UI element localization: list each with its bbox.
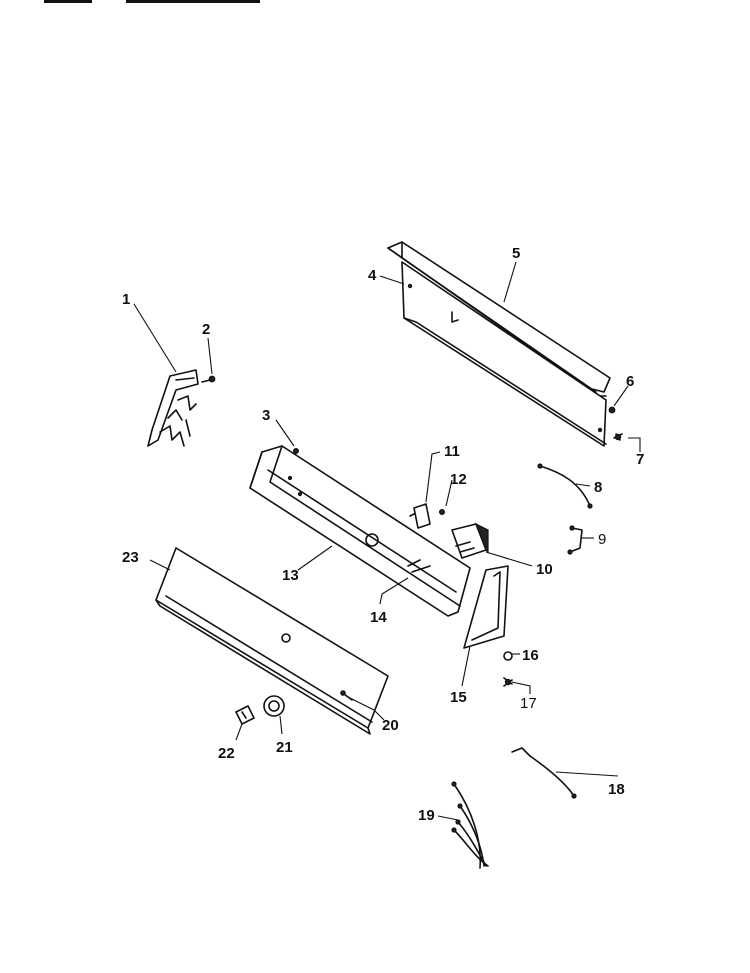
callout-7: 7 — [636, 451, 644, 468]
leader-4 — [379, 275, 405, 285]
part-22-knob-insert — [235, 705, 255, 725]
leader-19 — [437, 815, 459, 821]
callout-9: 9 — [598, 531, 606, 548]
callout-3: 3 — [262, 407, 270, 424]
part-10-timer — [451, 522, 489, 559]
header-mark-right — [126, 0, 260, 3]
leader-lines — [133, 261, 641, 821]
part-8-wire — [537, 463, 593, 509]
leader-5 — [503, 261, 517, 303]
callout-13: 13 — [282, 567, 299, 584]
leader-17 — [511, 681, 531, 694]
part-6-screw — [608, 406, 616, 414]
header-mark-left — [44, 0, 92, 3]
callout-19: 19 — [418, 807, 435, 824]
part-2-screw — [201, 375, 216, 383]
part-9-harness — [567, 525, 583, 555]
callout-5: 5 — [512, 245, 520, 262]
callout-20: 20 — [382, 717, 399, 734]
leader-14 — [379, 577, 409, 605]
part-3-screw — [293, 448, 300, 455]
part-21-knob — [263, 695, 285, 717]
leader-18 — [555, 771, 619, 777]
part-19-wire-bundle — [451, 781, 489, 869]
callout-1: 1 — [122, 291, 130, 308]
callout-21: 21 — [276, 739, 293, 756]
callout-6: 6 — [626, 373, 634, 390]
part-12-screw — [439, 509, 446, 516]
leader-13 — [297, 545, 333, 571]
part-23-front-trim — [155, 547, 389, 735]
callout-4: 4 — [368, 267, 377, 284]
callout-2: 2 — [202, 321, 210, 338]
callout-18: 18 — [608, 781, 625, 798]
part-17-screw — [503, 677, 513, 687]
callout-11: 11 — [444, 443, 460, 460]
leader-6 — [613, 385, 629, 407]
callout-10: 10 — [536, 561, 553, 578]
callout-16: 16 — [522, 647, 539, 664]
callout-15: 15 — [450, 689, 467, 706]
leader-1 — [133, 303, 177, 373]
callout-23: 23 — [122, 549, 139, 566]
leader-2 — [207, 337, 213, 375]
part-4-rear-panel — [401, 261, 607, 447]
leader-12 — [445, 479, 453, 507]
callout-17: 17 — [520, 695, 537, 712]
callout-22: 22 — [218, 745, 235, 762]
leader-15 — [461, 645, 471, 687]
leader-21 — [279, 715, 283, 735]
leader-23 — [149, 559, 171, 571]
callout-labels: 1 2 3 4 5 6 7 8 9 10 11 12 13 14 15 16 1… — [122, 245, 644, 824]
leader-10 — [485, 551, 533, 567]
part-16-nut — [503, 651, 513, 661]
callout-12: 12 — [450, 471, 467, 488]
leader-22 — [235, 723, 243, 741]
callout-8: 8 — [594, 479, 602, 496]
part-7-screw — [613, 433, 623, 441]
leader-3 — [275, 419, 295, 447]
leader-20 — [345, 695, 385, 721]
part-15-end-cap — [463, 565, 509, 649]
part-1-end-bracket — [147, 369, 199, 447]
part-13-control-panel — [249, 445, 471, 617]
callout-14: 14 — [370, 609, 387, 626]
leader-11 — [425, 451, 441, 503]
part-18-wire — [511, 747, 577, 799]
part-11-switch — [409, 503, 431, 529]
leader-8 — [575, 483, 591, 487]
leader-7 — [628, 437, 641, 452]
